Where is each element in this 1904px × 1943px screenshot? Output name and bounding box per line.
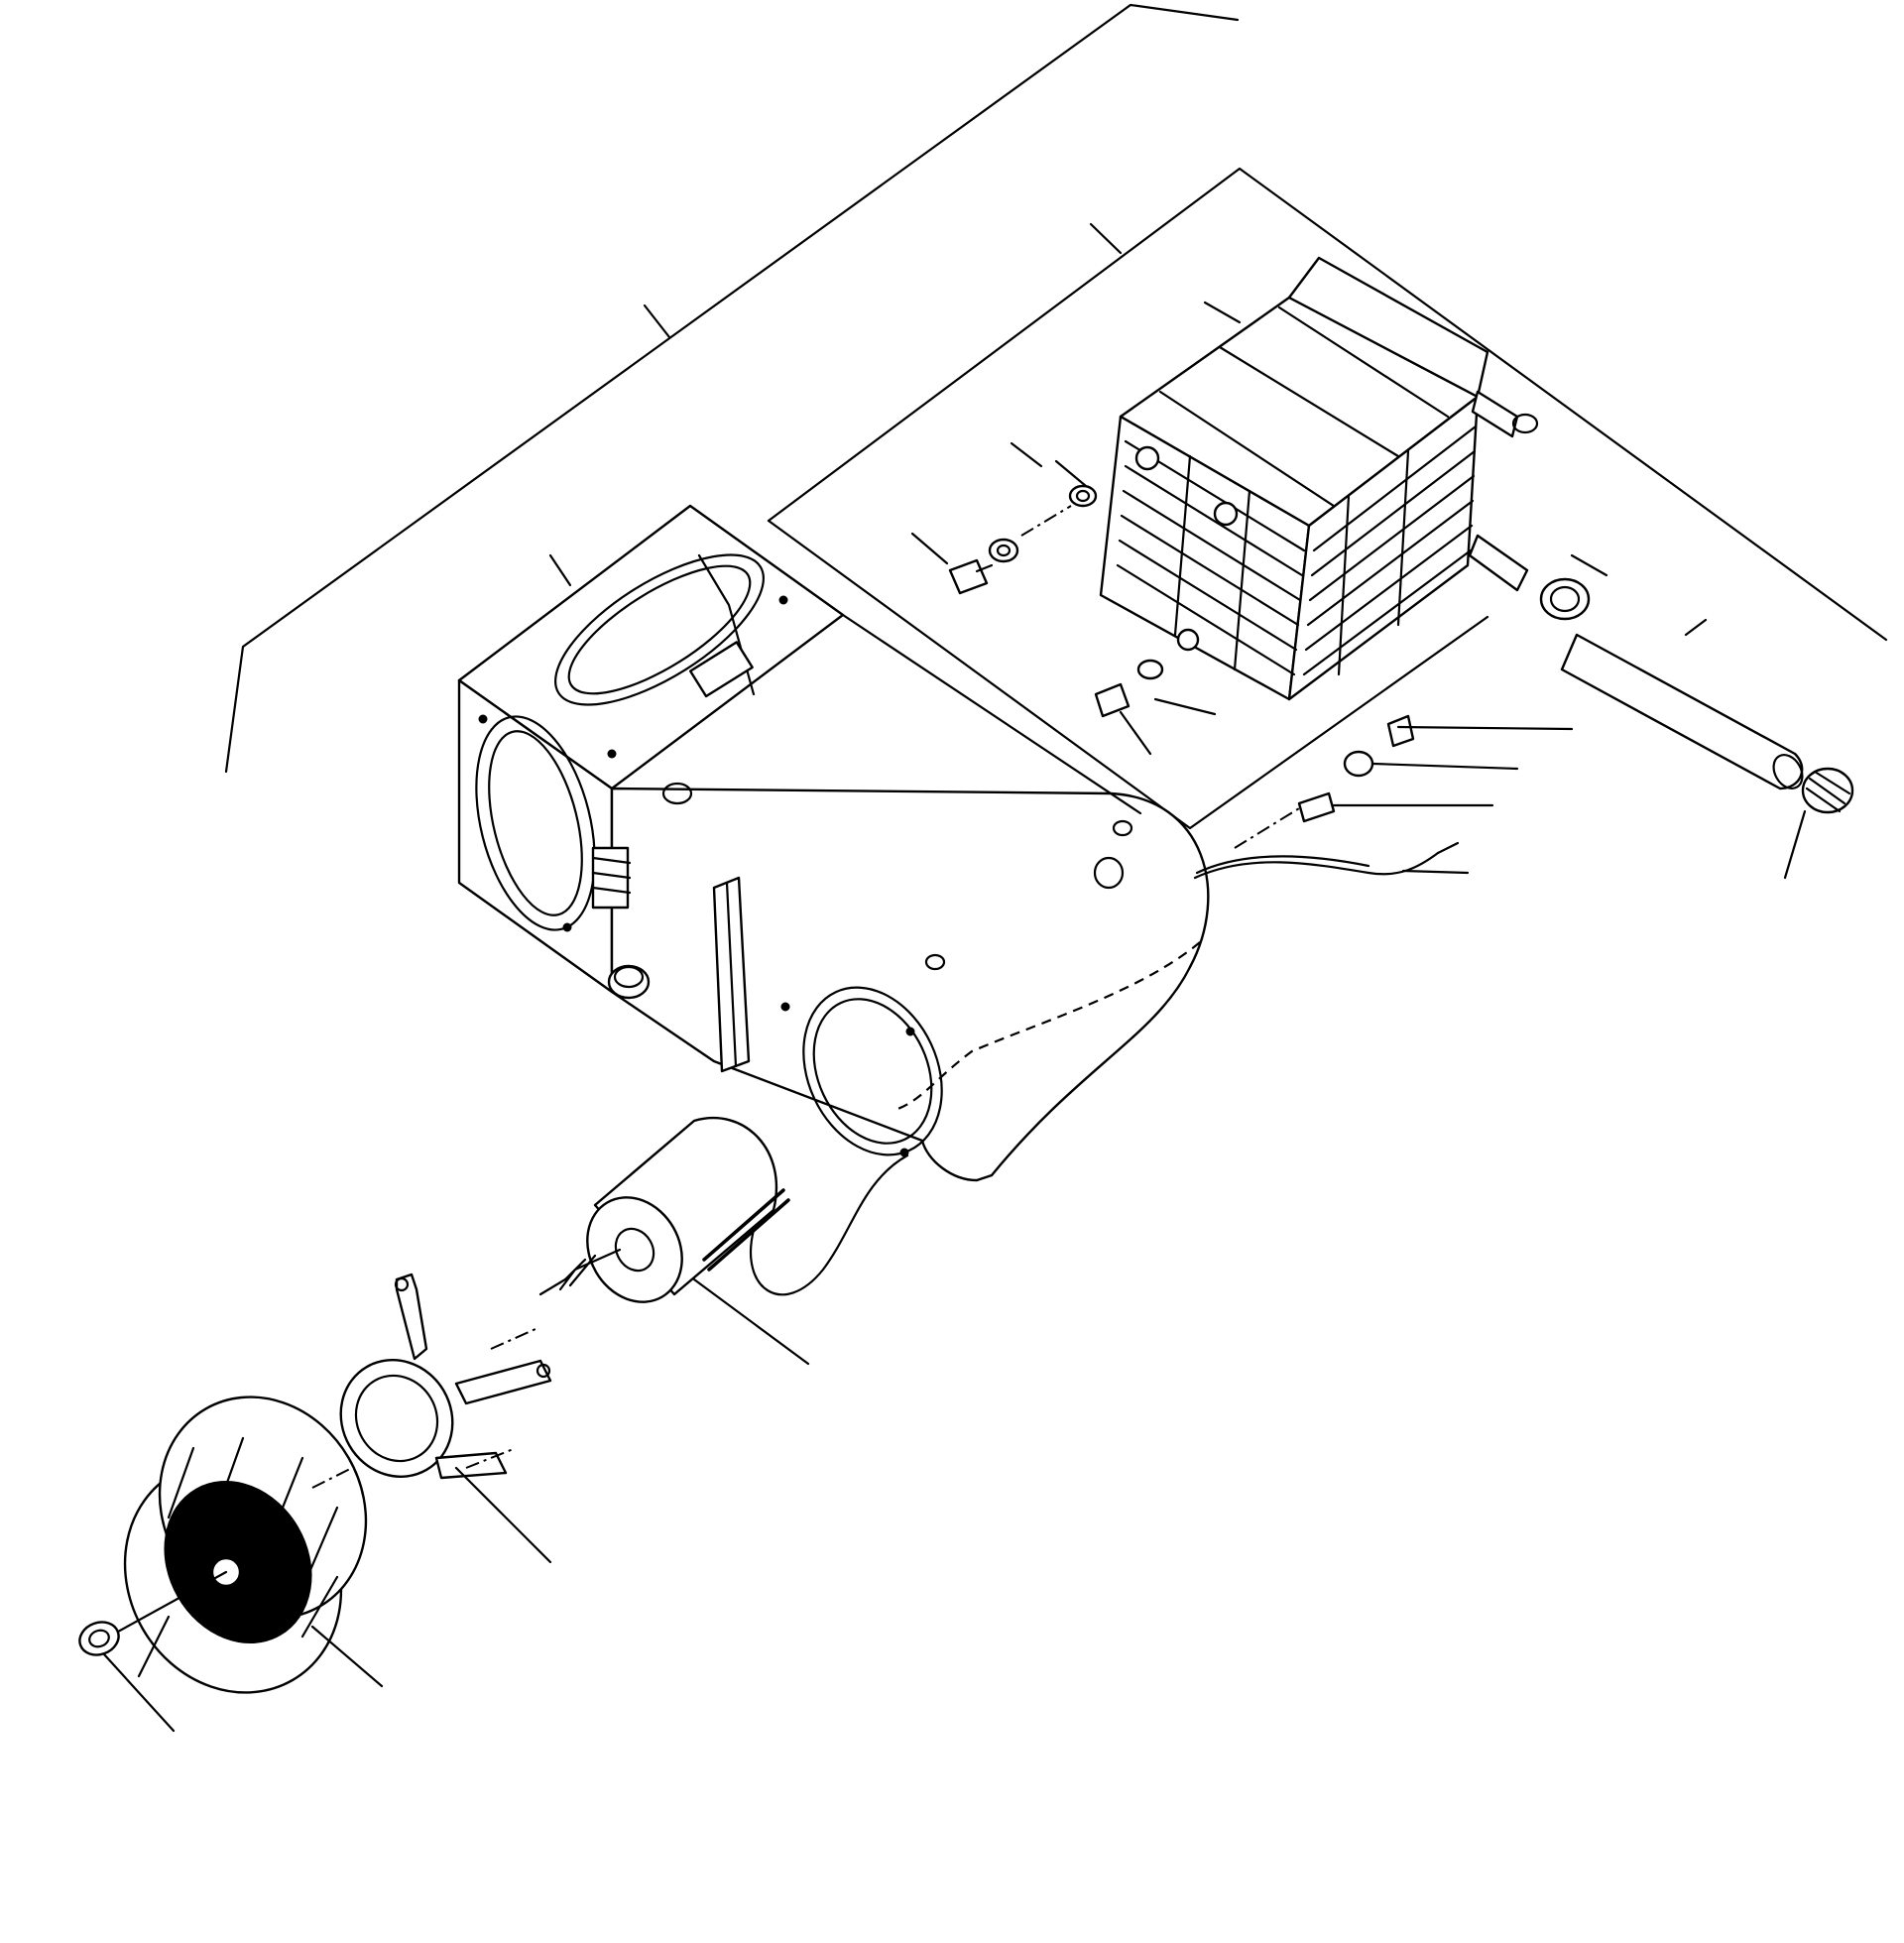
cap <box>1801 767 1854 814</box>
assembly-bracket-outer <box>224 3 1240 774</box>
hose-clamp <box>1539 577 1591 621</box>
washer <box>988 538 1019 563</box>
assembly-bracket-core <box>767 167 1888 830</box>
leader-lines <box>102 301 1807 1733</box>
motor-mounting-bracket <box>339 1273 552 1480</box>
bolt <box>948 558 994 595</box>
bolt <box>1094 682 1130 718</box>
washer <box>1068 484 1098 508</box>
assembly-centerlines <box>311 1328 536 1489</box>
core-fins <box>1116 425 1478 676</box>
blower-wheel <box>107 1396 368 1694</box>
heater-core <box>1099 256 1539 701</box>
harness-wire <box>1193 807 1460 880</box>
connector <box>1297 714 1415 823</box>
blower-motor <box>538 1116 909 1303</box>
wheel-nut <box>78 1621 120 1656</box>
hose <box>1560 633 1804 790</box>
heater-housing <box>457 504 1210 1182</box>
washer <box>1136 659 1164 680</box>
